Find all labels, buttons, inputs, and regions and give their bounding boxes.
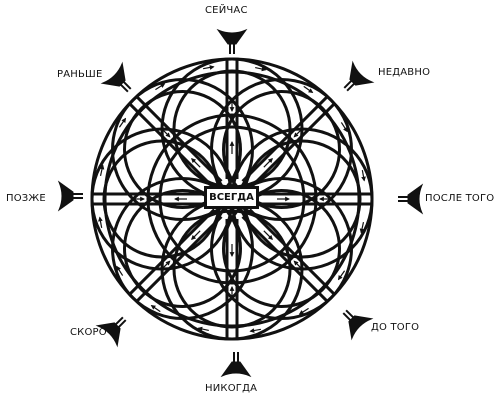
horn-stem xyxy=(343,80,353,89)
horn-shape xyxy=(95,322,121,348)
arrow xyxy=(249,328,262,333)
petal-arc-inner xyxy=(221,90,341,210)
horn-shape xyxy=(349,60,375,86)
arrow xyxy=(98,216,103,229)
horn-stem xyxy=(117,319,127,328)
spoke-line xyxy=(248,102,336,190)
arrow xyxy=(293,260,304,271)
arrow xyxy=(191,158,201,168)
label-top-right: НЕДАВНО xyxy=(378,67,431,78)
petal-arc-inner xyxy=(172,69,292,189)
arrow xyxy=(118,117,127,128)
horn-node xyxy=(95,316,127,348)
arrow xyxy=(298,307,309,315)
horn-stem xyxy=(342,312,352,321)
petal-arc-inner xyxy=(242,139,362,259)
arrow xyxy=(191,230,201,240)
flow-arrows xyxy=(98,65,366,333)
horn-node xyxy=(343,60,375,92)
label-top-left: РАНЬШЕ xyxy=(57,69,103,80)
arrow xyxy=(359,222,365,234)
label-bottom: НИКОГДА xyxy=(205,383,258,394)
arrow xyxy=(202,65,215,70)
horn-shape xyxy=(407,183,424,215)
arrow xyxy=(155,83,166,91)
petal-arc-inner xyxy=(123,188,243,308)
arrow xyxy=(293,127,304,138)
horn-shape xyxy=(100,61,126,87)
horn-shape xyxy=(216,28,248,45)
horn-stem xyxy=(346,82,355,92)
arrow xyxy=(160,260,171,271)
horn-nodes xyxy=(57,28,424,378)
arrow xyxy=(340,122,348,133)
arrow xyxy=(263,158,273,168)
arrow xyxy=(255,66,267,72)
spoke-line xyxy=(128,102,216,190)
label-top: СЕЙЧАС xyxy=(205,5,248,16)
spoke-line xyxy=(135,215,223,303)
arrow xyxy=(337,270,346,281)
arrow xyxy=(150,304,161,313)
horn-node xyxy=(57,180,83,212)
horn-stem xyxy=(122,81,132,90)
spokes xyxy=(92,59,372,339)
arrow xyxy=(263,230,273,240)
horn-node xyxy=(216,28,248,54)
petal-arc-inner xyxy=(102,139,222,259)
horn-stem xyxy=(115,316,124,326)
spoke-line xyxy=(135,95,223,183)
arrow xyxy=(99,164,105,176)
horn-shape xyxy=(348,315,374,341)
horn-stem xyxy=(345,309,354,319)
label-bottom-left: СКОРО xyxy=(70,327,107,338)
horn-stem xyxy=(120,83,129,93)
center-label: ВСЕГДА xyxy=(209,192,254,203)
petal-arc-inner xyxy=(172,209,292,329)
arrow xyxy=(116,265,124,276)
arrow xyxy=(160,127,171,138)
horn-node xyxy=(398,183,424,215)
spoke-line xyxy=(241,215,329,303)
petal-arc-inner xyxy=(221,188,341,308)
arrow xyxy=(361,169,366,182)
spoke-line xyxy=(128,208,216,296)
spoke-line xyxy=(248,208,336,296)
label-bottom-right: ДО ТОГО xyxy=(371,322,420,333)
arrow xyxy=(197,326,209,332)
horn-shape xyxy=(220,361,252,378)
horn-node xyxy=(220,352,252,378)
horn-shape xyxy=(57,180,74,212)
horn-node xyxy=(100,61,132,93)
inner-ring xyxy=(146,113,318,285)
horn-node xyxy=(342,309,374,341)
label-left: ПОЗЖЕ xyxy=(6,193,46,204)
spoke-line xyxy=(241,95,329,183)
petal-arc-outer xyxy=(111,78,255,222)
label-right: ПОСЛЕ ТОГО xyxy=(425,193,495,204)
arrow xyxy=(303,85,314,94)
petal-arc-inner xyxy=(123,90,243,210)
center-box: ВСЕГДА xyxy=(204,186,259,209)
